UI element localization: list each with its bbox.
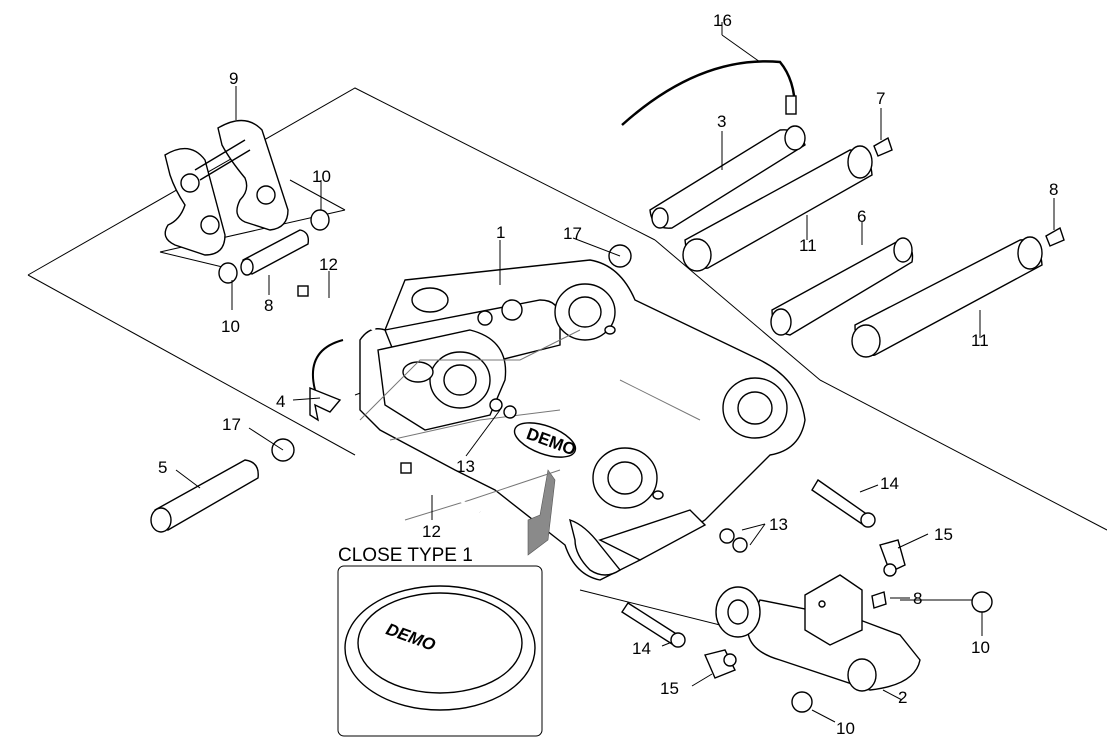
part-11-pin-upper xyxy=(682,145,873,272)
part-11-pin-lower xyxy=(851,236,1043,358)
callout-12-lower: 12 xyxy=(422,522,441,541)
part-12-bolt-upper xyxy=(297,285,376,332)
callout-17-left: 17 xyxy=(222,415,241,434)
callout-3: 2 xyxy=(898,688,907,707)
callout-14-lower: 14 xyxy=(632,639,651,658)
part-13-nuts xyxy=(489,398,748,553)
callout-5: 4 xyxy=(276,392,285,411)
callout-13-right: 13 xyxy=(769,515,788,534)
callout-7: 6 xyxy=(857,207,866,226)
part-8-nipples xyxy=(871,136,1065,609)
inset-caption: CLOSE TYPE 1 xyxy=(338,545,473,566)
part-7-pin xyxy=(770,237,914,336)
callout-11-lower: 11 xyxy=(971,331,989,350)
callout-16: 16 xyxy=(713,11,732,30)
part-6-pin xyxy=(150,459,259,533)
callout-8-top: 7 xyxy=(876,89,885,108)
callout-9: 8 xyxy=(264,296,273,315)
callout-15-lower: 15 xyxy=(660,679,679,698)
callout-11-upper: 11 xyxy=(799,236,817,255)
part-4-pin xyxy=(649,125,806,229)
callout-10-left: 10 xyxy=(221,317,240,336)
callout-10-bottom: 10 xyxy=(836,719,855,738)
callout-2: 9 xyxy=(229,69,238,88)
part-15-elbow-lower xyxy=(704,649,737,679)
inset-close-type-1 xyxy=(337,565,543,737)
leader-lines xyxy=(175,22,1055,723)
callout-12-upper: 12 xyxy=(319,255,338,274)
callout-14-upper: 14 xyxy=(880,474,899,493)
part-15-elbow-upper xyxy=(879,539,906,577)
callout-4: 3 xyxy=(717,112,726,131)
part-2-hook-bracket xyxy=(164,119,289,256)
callout-17-upper: 17 xyxy=(563,224,582,243)
part-14-fitting-upper xyxy=(811,478,876,528)
callout-6: 5 xyxy=(158,458,167,477)
callout-8-bottom: 8 xyxy=(913,589,922,608)
part-3-cylinder xyxy=(715,574,921,692)
callouts: 9 1 2 3 4 5 6 7 8 8 8 10 10 10 10 11 11 … xyxy=(158,11,1058,738)
part-14-fitting-lower xyxy=(621,602,686,648)
part-9-pin xyxy=(240,229,310,276)
part-16-cable xyxy=(621,60,797,126)
part-5-clip xyxy=(309,339,344,422)
guide-lines xyxy=(27,87,1107,651)
callout-15-upper: 15 xyxy=(934,525,953,544)
callout-10-right: 10 xyxy=(971,638,990,657)
part-12-bolt-lower xyxy=(400,462,481,514)
callout-10-upper: 10 xyxy=(312,167,331,186)
callout-8-right: 8 xyxy=(1049,180,1058,199)
part-1-main-body xyxy=(359,259,806,581)
rings xyxy=(218,209,993,713)
callout-13-left: 13 xyxy=(456,457,475,476)
callout-1: 1 xyxy=(496,223,505,242)
